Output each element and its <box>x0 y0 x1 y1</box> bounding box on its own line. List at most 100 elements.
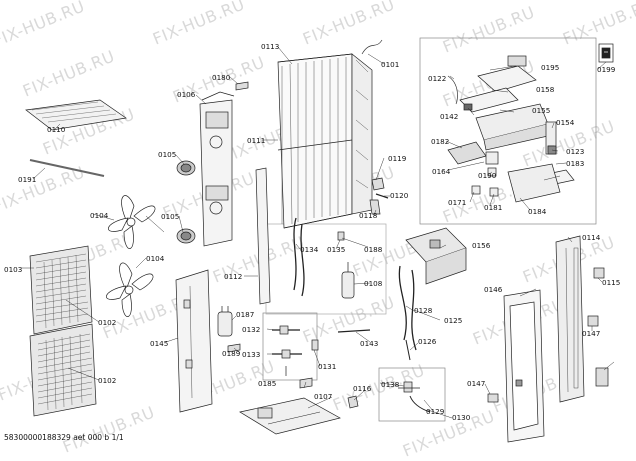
part-label: 0143 <box>360 339 379 348</box>
part-label: 0112 <box>224 272 243 281</box>
part-0188-small-valve <box>337 231 345 241</box>
part-label: 0147 <box>582 329 601 338</box>
part-0191-rod <box>29 159 105 177</box>
control-box-group-frame <box>419 37 597 225</box>
part-0129-pipe <box>409 395 431 413</box>
part-label: 0102 <box>98 376 117 385</box>
part-label: 0184 <box>528 207 547 216</box>
part-0106-fan-bracket <box>199 91 235 247</box>
part-label: 0105 <box>158 150 177 159</box>
part-label: 0102 <box>98 318 117 327</box>
part-0187-capacitor <box>217 306 233 337</box>
part-0143-pipe <box>337 329 371 333</box>
part-0117-clip <box>595 367 609 387</box>
part-label: 0116 <box>353 384 372 393</box>
part-label: 0191 <box>18 175 37 184</box>
part-label: 0180 <box>212 73 231 82</box>
part-label: 0164 <box>432 167 451 176</box>
part-0133-valve <box>272 349 302 376</box>
part-label: 0147 <box>467 379 486 388</box>
part-label: 0183 <box>566 159 585 168</box>
part-label: 0155 <box>532 106 551 115</box>
parts-drawing <box>21 37 615 443</box>
part-0120-sensor <box>375 193 389 199</box>
part-0119-clip <box>371 177 385 191</box>
part-0104-fan-lower <box>106 262 154 317</box>
part-label: 0104 <box>146 254 165 263</box>
part-0184-housing <box>507 163 561 203</box>
part-label: 0106 <box>177 90 196 99</box>
part-label: 0113 <box>261 42 280 51</box>
part-label: 0171 <box>448 198 467 207</box>
part-0115-clip <box>593 267 605 279</box>
part-label: 0130 <box>452 413 471 422</box>
part-0110-top-grille <box>25 99 127 131</box>
part-label: 0187 <box>236 310 255 319</box>
part-0104-fan-upper <box>108 195 156 249</box>
pipe-group-frame <box>265 223 387 315</box>
part-label: 0108 <box>364 279 383 288</box>
part-0103-front-grille <box>29 245 97 417</box>
part-label: 0145 <box>150 339 169 348</box>
part-label: 0131 <box>318 362 337 371</box>
part-0111-evaporator <box>277 53 353 229</box>
manual-book-icon <box>598 43 614 63</box>
part-label: 0110 <box>47 125 66 134</box>
part-label: 0135 <box>327 245 346 254</box>
part-label: 0199 <box>597 65 616 74</box>
valve-group-frame-right <box>378 367 446 422</box>
part-0156-control-unit <box>405 227 467 285</box>
footer-doc-id: 58300000188329 aet 000 b 1/1 <box>4 433 124 442</box>
part-0112-strip <box>255 167 271 305</box>
part-label: 0114 <box>582 233 601 242</box>
part-label: 0122 <box>428 74 447 83</box>
part-label: 0195 <box>541 63 560 72</box>
part-0195-cover-plate <box>477 55 537 93</box>
part-label: 0125 <box>444 316 463 325</box>
part-label: 0120 <box>390 191 409 200</box>
part-label: 0123 <box>566 147 585 156</box>
part-0145-side-panel <box>175 269 213 413</box>
part-label: 0107 <box>314 392 333 401</box>
part-label: 0111 <box>247 136 266 145</box>
part-label: 0118 <box>359 211 378 220</box>
part-0138-valve <box>398 381 420 393</box>
part-0131-fitting <box>311 339 319 351</box>
part-0105-motor-upper <box>176 160 196 176</box>
part-0182-board <box>447 141 487 165</box>
part-label: 0119 <box>388 154 407 163</box>
part-label: 0158 <box>536 85 555 94</box>
part-label: 0104 <box>90 211 109 220</box>
part-label: 0181 <box>484 203 503 212</box>
part-0147-clip-upper <box>587 315 599 327</box>
leader-lines <box>21 46 615 419</box>
part-0171-fuse <box>471 185 481 195</box>
part-label: 0138 <box>381 380 400 389</box>
part-label: 0128 <box>414 306 433 315</box>
part-label: 0129 <box>426 407 445 416</box>
part-0108-compressor-valve <box>341 262 355 299</box>
part-label: 0115 <box>602 278 621 287</box>
part-0134-pipe-b <box>300 223 305 297</box>
part-label: 0142 <box>440 112 459 121</box>
part-0128-pipe <box>398 265 407 341</box>
valve-group-frame-left <box>262 312 318 381</box>
part-0122-cable <box>447 75 458 105</box>
part-0113-coil-side <box>351 53 373 215</box>
part-0181-fuse <box>489 187 499 197</box>
part-0164-relay <box>485 151 499 165</box>
part-0118-bracket <box>369 199 381 215</box>
part-0185-clip <box>299 377 313 389</box>
part-0146-front-panel <box>503 289 545 443</box>
part-label: 0134 <box>300 245 319 254</box>
part-0147-clip-lower <box>487 393 499 403</box>
part-label: 0126 <box>418 337 437 346</box>
part-0114-side-column <box>555 235 585 403</box>
part-label: 0133 <box>242 350 261 359</box>
part-0116-clip <box>347 395 359 409</box>
part-label: 0154 <box>556 118 575 127</box>
part-label: 0182 <box>431 137 450 146</box>
part-label: 0189 <box>222 349 241 358</box>
part-label: 0101 <box>381 60 400 69</box>
part-label: 0190 <box>478 171 497 180</box>
